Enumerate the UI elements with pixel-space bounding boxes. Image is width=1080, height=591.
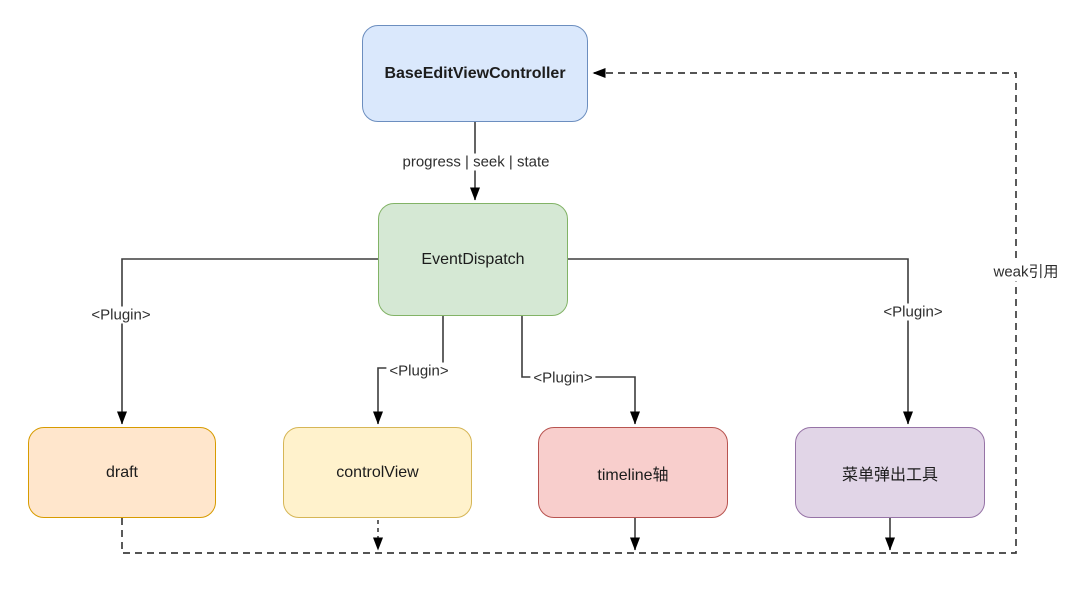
node-base-edit-view-controller: BaseEditViewController bbox=[362, 25, 588, 122]
edge-label-plugin-draft: <Plugin> bbox=[88, 306, 154, 324]
edge-label-weak-reference: weak引用 bbox=[990, 260, 1062, 282]
node-control-view: controlView bbox=[283, 427, 472, 518]
node-timeline-axis: timeline轴 bbox=[538, 427, 728, 518]
edge-label-plugin-menu: <Plugin> bbox=[880, 303, 946, 321]
node-label: EventDispatch bbox=[421, 250, 525, 268]
edge-label-plugin-timeline: <Plugin> bbox=[530, 369, 596, 387]
node-menu-popup-tool: 菜单弹出工具 bbox=[795, 427, 985, 518]
node-label: controlView bbox=[336, 463, 419, 481]
edge-dispatch-to-menu bbox=[568, 258, 913, 425]
node-label: draft bbox=[105, 463, 138, 481]
node-label: BaseEditViewController bbox=[384, 64, 566, 82]
node-draft: draft bbox=[28, 427, 216, 518]
edge-weak-reference bbox=[121, 68, 1017, 554]
edge-label-progress-seek-state: progress | seek | state bbox=[399, 153, 553, 171]
node-label: timeline轴 bbox=[597, 466, 669, 484]
edge-label-plugin-controlview: <Plugin> bbox=[386, 362, 452, 380]
node-event-dispatch: EventDispatch bbox=[378, 203, 568, 316]
node-label: 菜单弹出工具 bbox=[841, 466, 938, 484]
edge-dispatch-to-draft bbox=[117, 258, 378, 425]
